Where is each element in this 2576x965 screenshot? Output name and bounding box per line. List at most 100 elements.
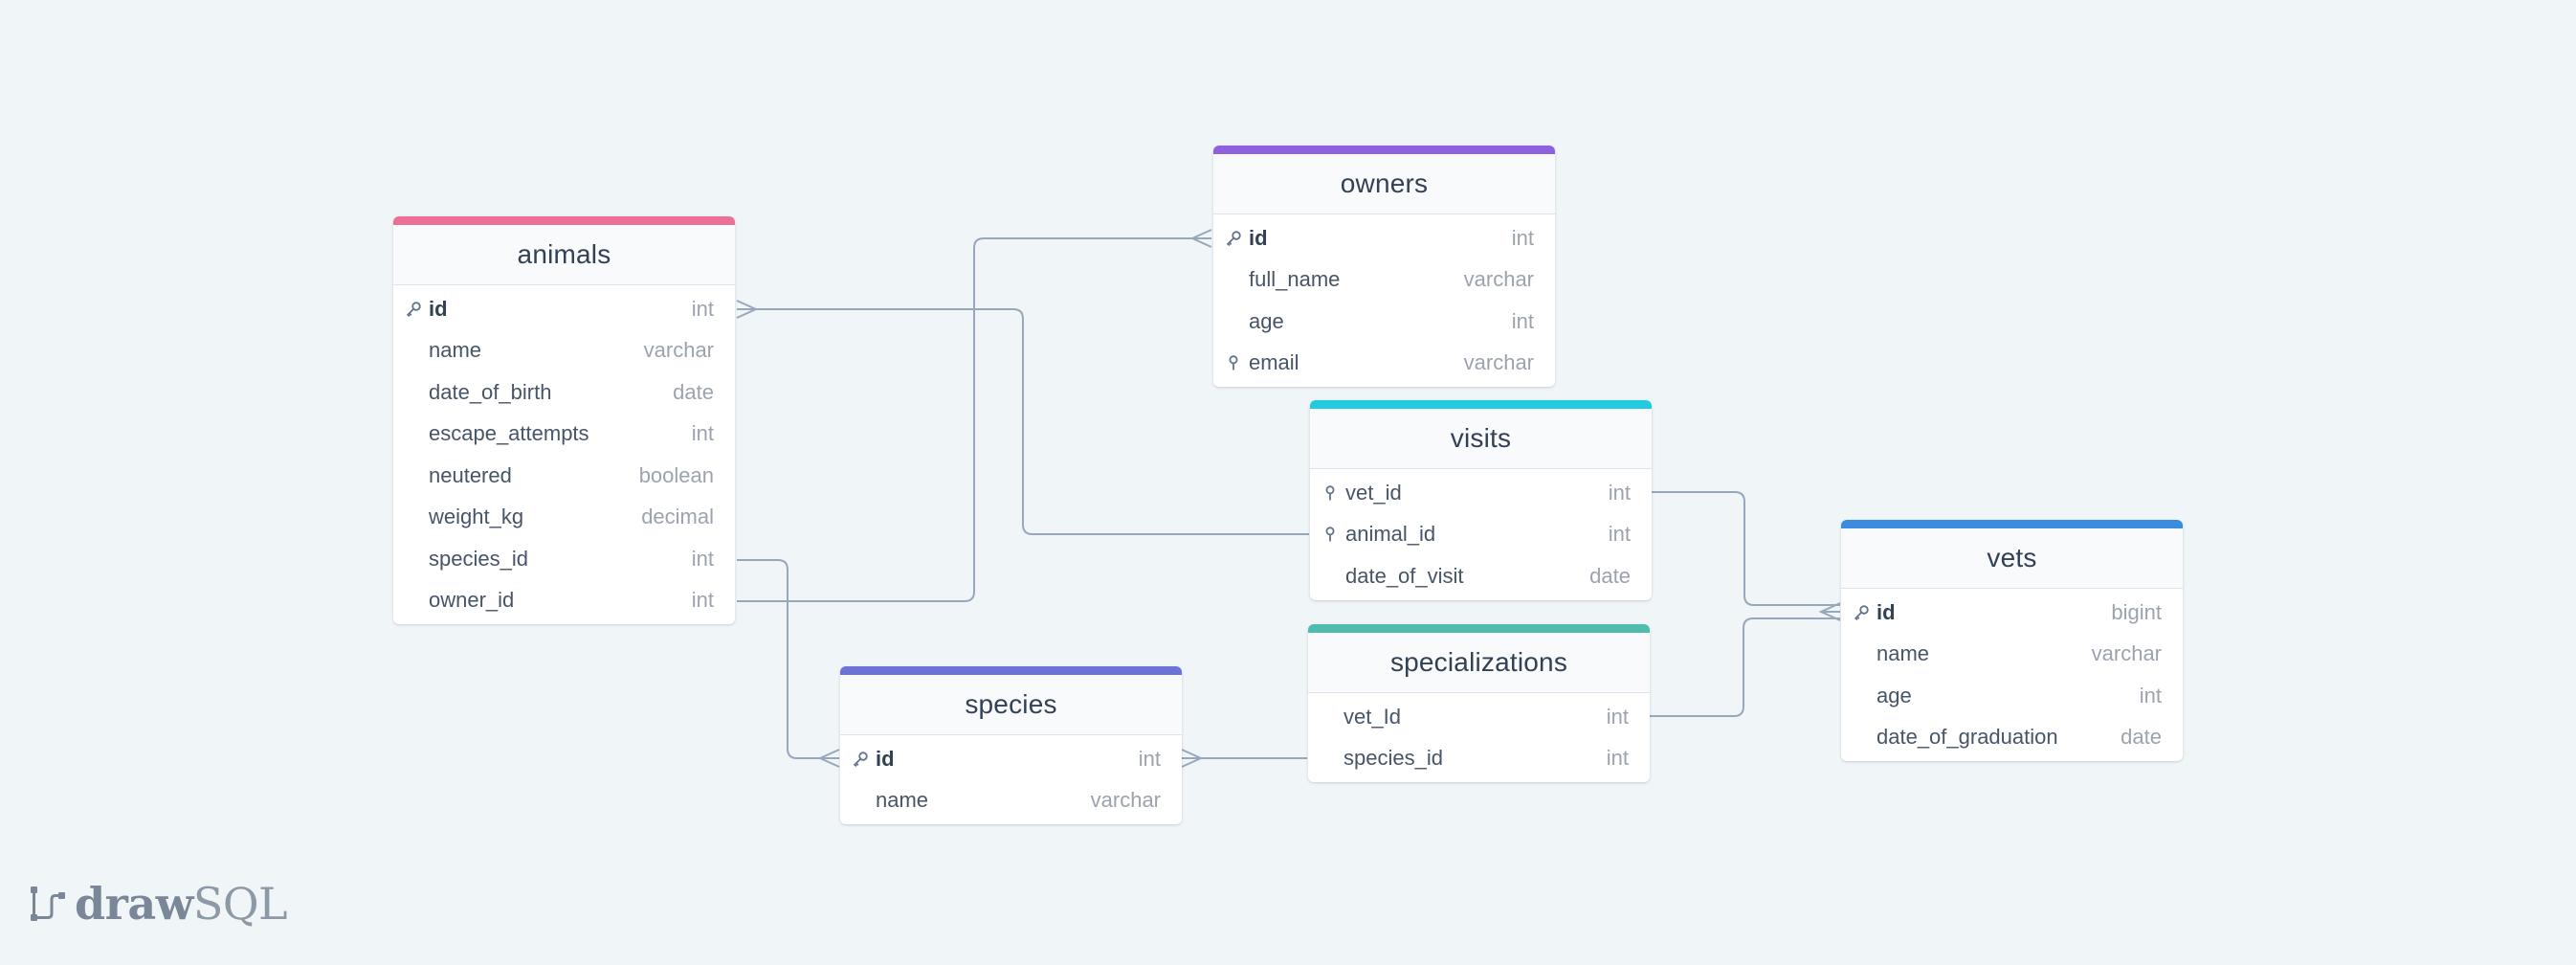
column-name: date_of_graduation [1876, 725, 2058, 750]
column-row-name[interactable]: name varchar [840, 780, 1182, 822]
table-color-bar [840, 666, 1182, 675]
column-row-date-of-birth[interactable]: date_of_birth date [393, 371, 735, 414]
column-list: id int name varchar [840, 735, 1182, 824]
column-name: vet_id [1345, 480, 1402, 505]
index-icon [1321, 525, 1340, 544]
column-name: name [1876, 641, 1930, 666]
column-name: id [876, 746, 895, 771]
column-type: varchar [1463, 350, 1534, 375]
column-name: age [1876, 683, 1912, 707]
column-name: name [876, 788, 929, 813]
table-title[interactable]: specializations [1308, 633, 1650, 693]
crowfoot-species-id-left [817, 749, 840, 768]
table-title[interactable]: visits [1310, 409, 1652, 469]
column-name: email [1249, 350, 1299, 375]
column-row-age[interactable]: age int [1213, 301, 1555, 343]
column-type: date [673, 379, 714, 404]
column-type: int [1606, 704, 1629, 729]
column-row-vet-id[interactable]: vet_Id int [1308, 696, 1650, 738]
column-name: vet_Id [1344, 704, 1401, 729]
relation-visits-vet-id-to-vets-id [1652, 491, 1840, 606]
column-row-neutered[interactable]: neutered boolean [393, 455, 735, 497]
key-icon [404, 300, 423, 319]
column-type: bigint [2111, 599, 2162, 624]
drawsql-logo-icon [31, 886, 65, 921]
column-row-name[interactable]: name varchar [393, 330, 735, 372]
column-row-email[interactable]: email varchar [1213, 343, 1555, 385]
column-name: escape_attempts [429, 421, 589, 446]
column-row-date-of-graduation[interactable]: date_of_graduation date [1841, 717, 2183, 759]
brand-word-bold: draw [75, 878, 193, 930]
column-name: id [1876, 599, 1896, 624]
table-title[interactable]: owners [1213, 154, 1555, 214]
relation-specializations-vet-id-to-vets-id [1650, 617, 1840, 717]
column-type: int [691, 421, 714, 446]
column-name: date_of_birth [429, 379, 552, 404]
crowfoot-owners-id [1189, 229, 1212, 248]
key-icon [1224, 229, 1243, 248]
column-type: int [691, 588, 714, 613]
column-type: varchar [643, 338, 714, 363]
column-name: name [429, 338, 482, 363]
column-row-id[interactable]: id int [840, 738, 1182, 780]
table-title[interactable]: animals [393, 225, 735, 285]
table-color-bar [393, 216, 735, 225]
column-name: id [429, 296, 448, 321]
crowfoot-species-id-right [1181, 749, 1204, 768]
column-type: varchar [1090, 788, 1161, 813]
table-species[interactable]: species id int name varchar [840, 666, 1182, 824]
column-type: decimal [641, 505, 714, 529]
column-type: int [1608, 522, 1631, 547]
drawsql-logo[interactable]: drawSQL [29, 878, 288, 930]
column-type: date [2121, 725, 2162, 750]
column-name: age [1249, 308, 1284, 333]
column-name: animal_id [1345, 522, 1436, 547]
column-type: int [1511, 225, 1534, 250]
column-type: int [1511, 308, 1534, 333]
column-name: owner_id [429, 588, 515, 613]
column-row-weight-kg[interactable]: weight_kg decimal [393, 497, 735, 539]
column-row-escape-attempts[interactable]: escape_attempts int [393, 414, 735, 456]
index-icon [1321, 483, 1340, 503]
column-row-animal-id[interactable]: animal_id int [1310, 514, 1652, 556]
table-color-bar [1213, 146, 1555, 154]
column-name: species_id [429, 546, 528, 571]
table-title[interactable]: vets [1841, 528, 2183, 589]
column-name: id [1249, 225, 1268, 250]
crowfoot-vets-id [1818, 602, 1841, 621]
column-type: int [1138, 746, 1161, 771]
column-name: date_of_visit [1345, 563, 1464, 588]
table-color-bar [1308, 624, 1650, 633]
column-type: boolean [638, 462, 714, 487]
column-name: neutered [429, 462, 512, 487]
brand-word-light: SQL [192, 878, 288, 930]
table-title[interactable]: species [840, 675, 1182, 735]
relation-animals-owner-id-to-owners-id [737, 237, 1211, 602]
column-row-id[interactable]: id int [1213, 217, 1555, 259]
column-row-owner-id[interactable]: owner_id int [393, 580, 735, 622]
column-name: weight_kg [429, 505, 524, 529]
column-row-id[interactable]: id bigint [1841, 592, 2183, 634]
column-row-age[interactable]: age int [1841, 675, 2183, 717]
column-type: int [2139, 683, 2162, 707]
brand-name: drawSQL [75, 878, 288, 930]
column-name: full_name [1249, 267, 1341, 292]
